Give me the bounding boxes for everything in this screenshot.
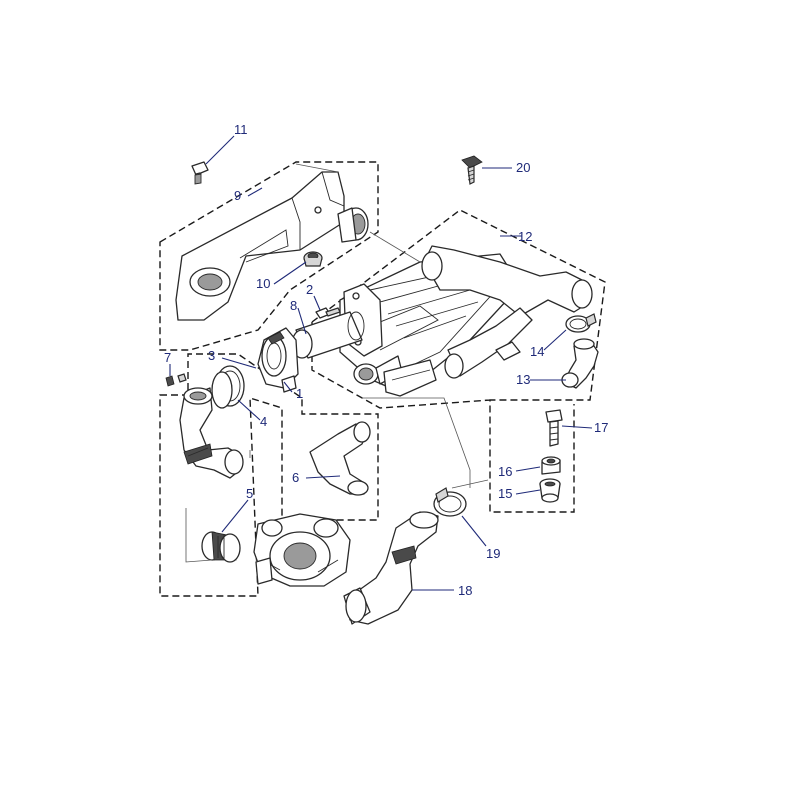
callout-18: 18 — [458, 583, 472, 598]
callout-4: 4 — [260, 414, 267, 429]
callout-1: 1 — [296, 386, 303, 401]
hose-18 — [343, 511, 439, 625]
callout-3: 3 — [208, 348, 215, 363]
screw-20 — [461, 155, 483, 185]
inlet-pipe-3 — [179, 387, 244, 479]
bush-16 — [541, 456, 561, 475]
callout-20: 20 — [516, 160, 530, 175]
grommet-10 — [303, 251, 323, 267]
guide-lines — [185, 163, 489, 563]
callout-11: 11 — [234, 122, 248, 137]
screw-7 — [165, 373, 187, 387]
hose-clamp-19 — [433, 487, 467, 517]
pipe-6 — [309, 421, 371, 496]
bolt-17 — [545, 409, 563, 447]
group-outline-inlet — [159, 353, 379, 597]
turbocharger — [253, 513, 351, 587]
callout-5: 5 — [246, 486, 253, 501]
callout-6: 6 — [292, 470, 299, 485]
callout-19: 19 — [486, 546, 500, 561]
callout-8: 8 — [290, 298, 297, 313]
screw-2 — [315, 307, 341, 319]
engine-cover-9 — [175, 171, 369, 321]
callout-12: 12 — [518, 229, 532, 244]
bolt-11 — [191, 161, 209, 185]
callout-14: 14 — [530, 344, 544, 359]
callout-leaders — [169, 135, 593, 591]
callout-16: 16 — [498, 464, 512, 479]
grommet-15 — [539, 478, 561, 503]
callout-13: 13 — [516, 372, 530, 387]
callout-9: 9 — [234, 188, 241, 203]
parts-line-art — [165, 155, 599, 625]
o-ring-4 — [211, 365, 245, 409]
callout-2: 2 — [306, 282, 313, 297]
callout-17: 17 — [594, 420, 608, 435]
intercooler-12 — [339, 245, 593, 397]
connector-5 — [201, 531, 241, 563]
callout-10: 10 — [256, 276, 270, 291]
callout-15: 15 — [498, 486, 512, 501]
callout-7: 7 — [164, 350, 171, 365]
throttle-housing-1 — [257, 327, 299, 393]
callout-labels: 11 9 10 20 12 14 13 17 16 15 2 8 1 7 3 4… — [164, 122, 608, 598]
hose-clamp-14 — [565, 313, 597, 333]
hose-13 — [561, 338, 599, 389]
tube-8 — [291, 311, 365, 359]
